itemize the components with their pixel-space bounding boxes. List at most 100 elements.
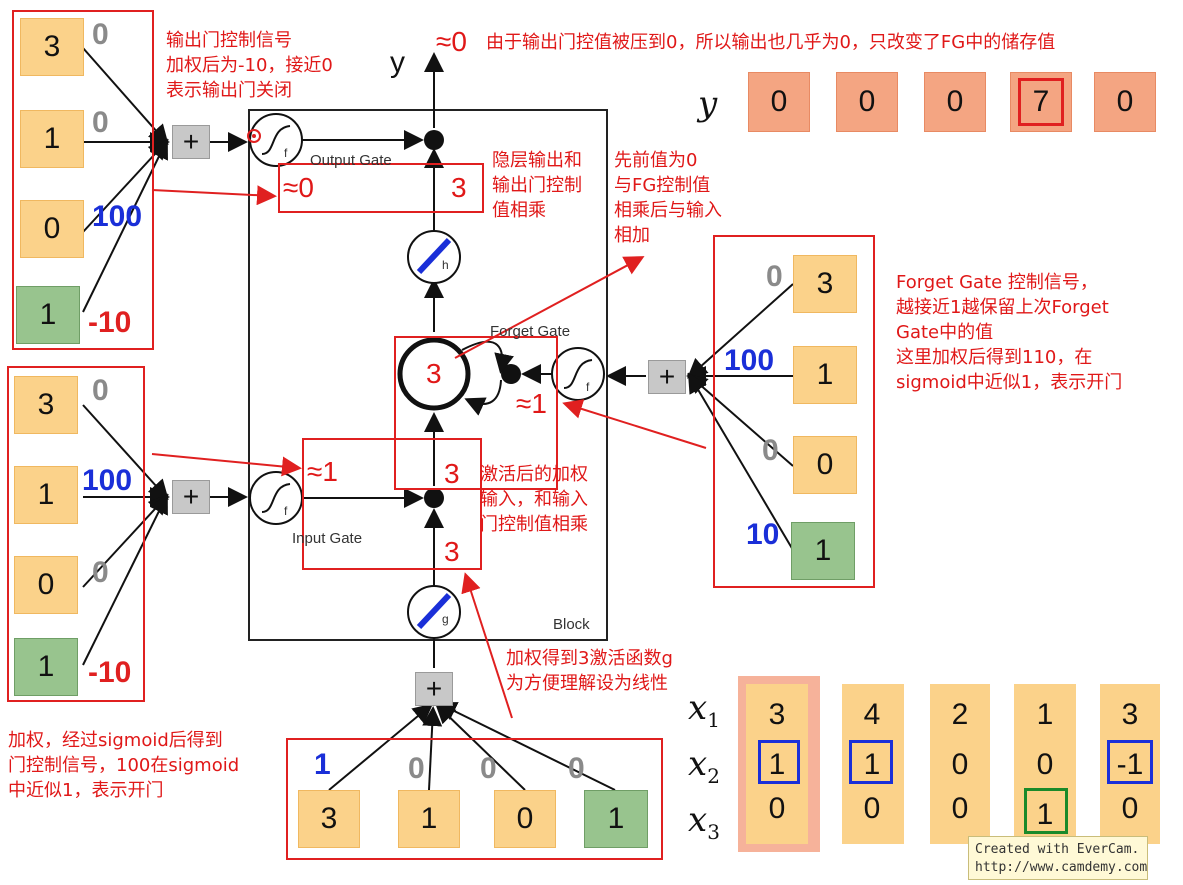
forget-gate-sigmoid xyxy=(551,347,605,401)
fg-sigma-symbol: f xyxy=(586,380,590,394)
forget-gate-label: Forget Gate xyxy=(490,323,571,340)
approx-zero-top: ≈0 xyxy=(436,26,467,57)
output-multiply-node xyxy=(424,130,444,150)
input-value: 0 xyxy=(951,792,969,825)
og-weight: 100 xyxy=(92,200,143,233)
activated-input-note: 激活后的加权 输入，和输入 门控制值相乘 xyxy=(480,464,588,535)
x2-highlight xyxy=(849,740,893,784)
x1-label: x1 xyxy=(688,688,720,732)
input-gate-sigmoid xyxy=(249,471,303,525)
fg-input-box: 1 xyxy=(793,346,857,404)
h-symbol: h xyxy=(442,258,449,272)
og-sum: + xyxy=(172,125,210,159)
cell-weight: 0 xyxy=(568,752,585,785)
cell-note: 加权得到3激活函数g 为方便理解设为线性 xyxy=(506,648,673,694)
g-output-value: 3 xyxy=(444,536,460,567)
ig-weight: -10 xyxy=(88,656,132,689)
cell-input-box: 3 xyxy=(298,790,360,848)
output-highlight xyxy=(1018,78,1064,126)
input-value: 1 xyxy=(1036,698,1054,731)
og-weight: 0 xyxy=(92,106,109,139)
top-caption: 由于输出门控值被压到0，所以输出也几乎为0，只改变了FG中的储存值 xyxy=(486,32,1056,53)
g-symbol: g xyxy=(442,612,449,626)
og-input-box: 0 xyxy=(20,200,84,258)
output-gate-value: ≈0 xyxy=(283,172,314,203)
ig-weight: 100 xyxy=(82,464,133,497)
input-gate-input-frame xyxy=(7,366,145,702)
output-product-frame xyxy=(278,163,484,213)
memory-cell xyxy=(397,337,471,411)
cell-value: 3 xyxy=(426,358,442,389)
input-value: 1 xyxy=(863,748,881,781)
ig-sum: + xyxy=(172,480,210,514)
cell-input-box: 0 xyxy=(494,790,556,848)
ig-input-box: 1 xyxy=(14,466,78,524)
input-value: 2 xyxy=(951,698,969,731)
watermark-line1: Created with EverCam. xyxy=(975,842,1140,857)
og-weight: -10 xyxy=(88,306,132,339)
input-value: 4 xyxy=(863,698,881,731)
input-value: 0 xyxy=(1036,748,1054,781)
watermark-line2: http://www.camdemy.com xyxy=(975,860,1148,875)
ig-input-box: 0 xyxy=(14,556,78,614)
input-gate-label: Input Gate xyxy=(292,530,363,547)
block-label: Block xyxy=(553,616,590,633)
x3-highlight xyxy=(1024,788,1068,834)
fg-input-box: 0 xyxy=(793,436,857,494)
cell-weight: 1 xyxy=(314,748,331,781)
output-seq-label: y xyxy=(698,84,718,124)
input-gate-value: ≈1 xyxy=(307,456,338,487)
cell-weight: 0 xyxy=(408,752,425,785)
og-input-box: 1 xyxy=(16,286,80,344)
output-gate-label: Output Gate xyxy=(310,152,392,169)
og-note: 输出门控制信号 加权后为-10，接近0 表示输出门关闭 xyxy=(166,30,333,101)
cell-input-frame xyxy=(286,738,663,860)
cell-input-box: 1 xyxy=(584,790,648,848)
input-value: 3 xyxy=(1121,698,1139,731)
cell-weight: 0 xyxy=(480,752,497,785)
input-value: 0 xyxy=(1121,792,1139,825)
output-gate-input-frame xyxy=(12,10,154,350)
cell-sum: + xyxy=(415,672,453,706)
ig-input-box: 3 xyxy=(14,376,78,434)
output-seq-cell: 0 xyxy=(836,72,898,132)
fg-input-box: 1 xyxy=(791,522,855,580)
gated-input-value: 3 xyxy=(444,458,460,489)
output-seq-cell: 0 xyxy=(924,72,986,132)
input-product-frame xyxy=(302,438,482,570)
ig-input-box: 1 xyxy=(14,638,78,696)
input-value: 3 xyxy=(768,698,786,731)
fg-note: Forget Gate 控制信号， 越接近1越保留上次Forget Gate中的… xyxy=(896,272,1123,393)
ig-sigma-symbol: f xyxy=(284,504,288,518)
forget-gate-value: ≈1 xyxy=(516,388,547,419)
y-label: y xyxy=(390,46,405,79)
og-weight: 0 xyxy=(92,18,109,51)
input-value: -1 xyxy=(1116,748,1144,781)
hidden-value: 3 xyxy=(451,172,467,203)
ig-weight: 0 xyxy=(92,556,109,589)
x3-label: x3 xyxy=(688,800,720,844)
evercam-watermark: Created with EverCam. http://www.camdemy… xyxy=(968,836,1148,880)
cell-input-box: 1 xyxy=(398,790,460,848)
fg-input-box: 3 xyxy=(793,255,857,313)
og-input-box: 3 xyxy=(20,18,84,76)
input-value: 0 xyxy=(863,792,881,825)
x2-label: x2 xyxy=(688,744,720,788)
hidden-times-gate-note: 隐层输出和 输出门控制 值相乘 xyxy=(492,150,582,221)
input-column xyxy=(842,684,904,844)
og-sigma-symbol: f xyxy=(284,146,288,160)
fg-weight: 0 xyxy=(766,260,783,293)
fg-sum: + xyxy=(648,360,686,394)
input-value: 1 xyxy=(1036,798,1054,831)
og-input-box: 1 xyxy=(20,110,84,168)
fg-weight: 0 xyxy=(762,434,779,467)
x2-highlight xyxy=(1107,740,1153,784)
fg-weight: 100 xyxy=(724,344,775,377)
ig-weight: 0 xyxy=(92,374,109,407)
ig-note: 加权，经过sigmoid后得到 门控制信号，100在sigmoid 中近似1，表… xyxy=(8,730,240,801)
fg-weight: 10 xyxy=(746,518,780,551)
prev-value-note: 先前值为0 与FG控制值 相乘后与输入 相加 xyxy=(614,150,722,246)
output-seq-cell: 0 xyxy=(748,72,810,132)
